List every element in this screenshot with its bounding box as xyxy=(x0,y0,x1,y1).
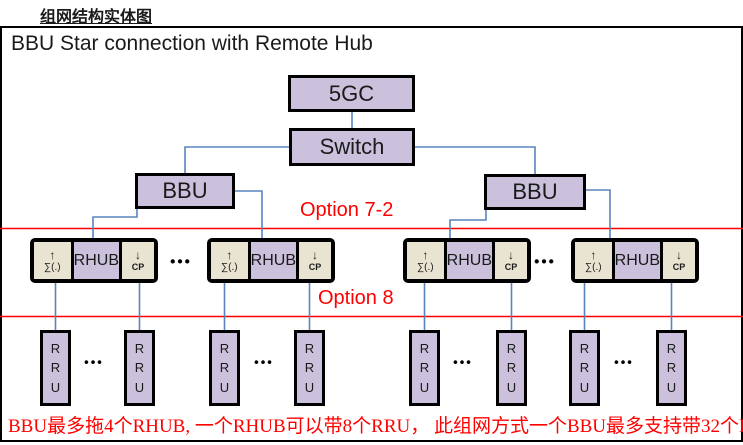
option-7-2-label: Option 7-2 xyxy=(300,199,394,221)
up-arrow-icon: ↑ xyxy=(590,247,597,262)
rhub-label: RHUB xyxy=(446,251,493,269)
down-arrow-icon: ↓ xyxy=(312,248,318,262)
node-5gc: 5GC xyxy=(288,75,415,112)
node-rru-7: R R U xyxy=(569,330,600,406)
rhub-cell: RHUB xyxy=(614,242,661,279)
node-rru-1: R R U xyxy=(40,330,71,406)
rru-letter: R xyxy=(419,360,430,376)
diagram-heading: BBU Star connection with Remote Hub xyxy=(11,32,373,55)
ellipsis-rru-1: ••• xyxy=(84,354,104,370)
rhub-cell: RHUB xyxy=(250,242,297,279)
option-8-label: Option 8 xyxy=(318,287,394,309)
rhub-group-3: ↑ ∑(.) RHUB ↓ CP xyxy=(403,238,531,283)
footnote-text: BBU最多拖4个RHUB, 一个RHUB可以带8个RRU， 此组网方式一个BBU… xyxy=(8,416,743,437)
rhub-downlink-cell: ↓ CP xyxy=(299,242,331,279)
rru-letter: R xyxy=(50,340,61,356)
ellipsis-rru-2: ••• xyxy=(254,354,274,370)
rru-letter: U xyxy=(419,379,430,395)
rhub-downlink-cell: ↓ CP xyxy=(122,242,154,279)
rhub-downlink-cell: ↓ CP xyxy=(495,242,527,279)
node-rru-3: R R U xyxy=(209,330,240,406)
rru-letter: R xyxy=(219,360,230,376)
up-arrow-icon: ↑ xyxy=(49,247,56,262)
rru-letter: R xyxy=(419,340,430,356)
rru-letter: R xyxy=(506,360,517,376)
rhub-uplink-cell: ↑ ∑(.) xyxy=(407,242,444,279)
node-rru-4: R R U xyxy=(294,330,325,406)
node-rru-6: R R U xyxy=(496,330,527,406)
cp-label: CP xyxy=(504,262,518,272)
ellipsis-rhub-right: ••• xyxy=(534,253,556,271)
rhub-group-1: ↑ ∑(.) RHUB ↓ CP xyxy=(30,238,158,283)
cp-label: CP xyxy=(308,262,322,272)
rhub-group-2: ↑ ∑(.) RHUB ↓ CP xyxy=(207,238,335,283)
rhub-cell: RHUB xyxy=(73,242,120,279)
rhub-downlink-cell: ↓ CP xyxy=(663,242,695,279)
rru-letter: U xyxy=(134,379,145,395)
rhub-group-4: ↑ ∑(.) RHUB ↓ CP xyxy=(571,238,699,283)
node-bbu-right: BBU xyxy=(484,174,586,210)
rru-letter: U xyxy=(50,379,61,395)
cp-label: CP xyxy=(131,262,145,272)
down-arrow-icon: ↓ xyxy=(508,248,514,262)
rru-letter: R xyxy=(304,360,315,376)
rhub-label: RHUB xyxy=(250,251,297,269)
rru-letter: R xyxy=(506,340,517,356)
rhub-uplink-cell: ↑ ∑(.) xyxy=(575,242,612,279)
cp-label: CP xyxy=(672,262,686,272)
node-rru-2: R R U xyxy=(124,330,155,406)
rru-letter: U xyxy=(219,379,230,395)
node-rru-8: R R U xyxy=(656,330,687,406)
rru-letter: R xyxy=(50,360,61,376)
rhub-label: RHUB xyxy=(614,251,661,269)
rru-letter: R xyxy=(666,340,677,356)
sum-label: ∑(.) xyxy=(221,261,238,273)
rru-letter: R xyxy=(579,340,590,356)
node-rru-5: R R U xyxy=(409,330,440,406)
rru-letter: R xyxy=(579,360,590,376)
node-bbu-left: BBU xyxy=(135,173,235,209)
rru-letter: U xyxy=(304,379,315,395)
down-arrow-icon: ↓ xyxy=(135,248,141,262)
page-title: 组网结构实体图 xyxy=(40,9,153,26)
rru-letter: R xyxy=(134,340,145,356)
rru-letter: R xyxy=(304,340,315,356)
up-arrow-icon: ↑ xyxy=(226,247,233,262)
ellipsis-rhub-left: ••• xyxy=(170,253,192,271)
rhub-uplink-cell: ↑ ∑(.) xyxy=(34,242,71,279)
rru-letter: U xyxy=(579,379,590,395)
rru-letter: U xyxy=(666,379,677,395)
down-arrow-icon: ↓ xyxy=(676,248,682,262)
ellipsis-rru-4: ••• xyxy=(614,354,634,370)
up-arrow-icon: ↑ xyxy=(422,247,429,262)
sum-label: ∑(.) xyxy=(44,261,61,273)
sum-label: ∑(.) xyxy=(417,261,434,273)
rru-letter: R xyxy=(219,340,230,356)
ellipsis-rru-3: ••• xyxy=(453,354,473,370)
rhub-uplink-cell: ↑ ∑(.) xyxy=(211,242,248,279)
rru-letter: R xyxy=(134,360,145,376)
rru-letter: U xyxy=(506,379,517,395)
node-switch: Switch xyxy=(289,128,415,166)
sum-label: ∑(.) xyxy=(585,261,602,273)
rhub-cell: RHUB xyxy=(446,242,493,279)
rru-letter: R xyxy=(666,360,677,376)
rhub-label: RHUB xyxy=(73,251,120,269)
